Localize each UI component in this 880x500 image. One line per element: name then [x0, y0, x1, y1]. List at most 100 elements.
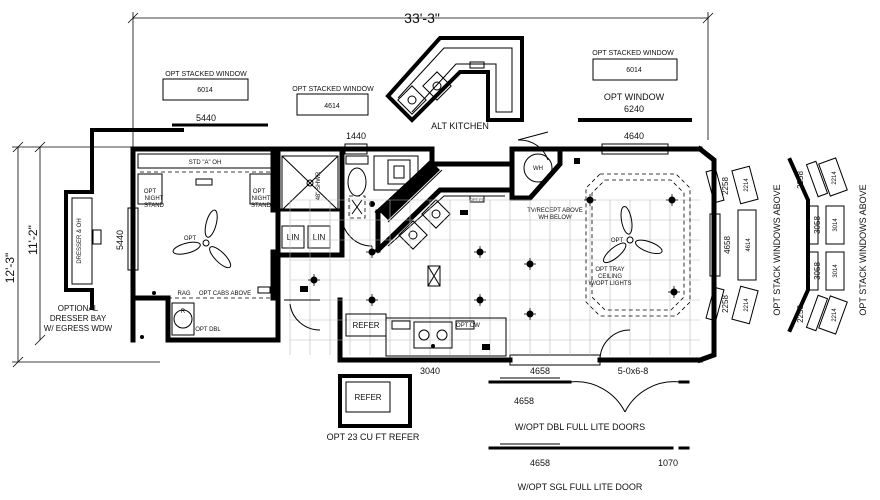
svg-text:OPT WINDOW: OPT WINDOW	[604, 92, 665, 102]
svg-text:OPT STACKED WINDOW: OPT STACKED WINDOW	[292, 86, 374, 93]
svg-text:6014: 6014	[197, 87, 213, 94]
bedroom-ceiling-fan-icon	[172, 209, 232, 269]
svg-text:OPT DW: OPT DW	[456, 323, 480, 329]
svg-text:3058: 3058	[813, 262, 822, 280]
kitchen-counter: REFER OPT DW	[284, 265, 507, 357]
light-fixture-icon	[474, 294, 486, 306]
interior-width-label: 11'-2"	[26, 225, 40, 255]
light-fixture-icon	[524, 308, 536, 320]
svg-text:WH: WH	[533, 166, 543, 172]
wall-windows: 5440 5440 1440 4640 4658 3040 5-0x6-8	[115, 113, 669, 376]
svg-text:4658: 4658	[530, 458, 550, 468]
svg-text:3014: 3014	[833, 218, 839, 232]
overall-length-label: 33'-3"	[404, 10, 440, 26]
living-room: OPT OPT TRAY CEILING W/OPT LIGHTS	[585, 173, 691, 317]
refer-label: REFER	[352, 321, 379, 330]
svg-text:2214: 2214	[832, 308, 838, 322]
opt-23-refer-label: OPT 23 CU FT REFER	[327, 432, 420, 442]
svg-text:STAND: STAND	[251, 203, 272, 209]
svg-text:TV/RECEPT ABOVE: TV/RECEPT ABOVE	[527, 208, 583, 214]
svg-text:2258: 2258	[796, 171, 805, 189]
bottom-front-window: 4658	[530, 366, 550, 376]
optional-bay-windows: 2258 2214 3058 3014 3058 3014 2258 2214 …	[787, 157, 868, 335]
exterior-walls	[130, 145, 717, 364]
linen-2: LIN	[313, 233, 326, 242]
svg-text:2214: 2214	[744, 298, 750, 312]
svg-text:2258: 2258	[721, 295, 730, 313]
ceiling-lights	[308, 194, 680, 320]
light-fixture-icon	[524, 258, 536, 270]
floor-tile-grid	[289, 199, 700, 355]
overall-width-label: 12'-3"	[3, 253, 17, 284]
svg-text:3014: 3014	[833, 264, 839, 278]
svg-text:CEILING: CEILING	[598, 274, 622, 280]
std-a-oh-label: STD "A" OH	[189, 160, 222, 166]
svg-text:4658: 4658	[723, 236, 732, 254]
kitchen: OPT FS	[374, 160, 513, 254]
light-fixture-icon	[668, 286, 680, 298]
svg-text:4658: 4658	[514, 396, 534, 406]
dresser-bay-label-1: OPTIONAL	[58, 304, 99, 313]
svg-text:STAND: STAND	[144, 203, 165, 209]
svg-text:4614: 4614	[324, 103, 340, 110]
svg-text:WH BELOW: WH BELOW	[538, 215, 572, 221]
bath-window: 1440	[346, 131, 366, 141]
svg-text:R: R	[181, 309, 186, 315]
opt-stacked-window-3: OPT STACKED WINDOW 6014	[592, 50, 678, 81]
bath: 48" SHWR LIN LIN	[270, 151, 419, 301]
opt-sgl-door-label: W/OPT SGL FULL LITE DOOR	[518, 482, 643, 492]
overall-length-dimension: 33'-3"	[127, 10, 714, 150]
dresser-bay-label-3: W/ EGRESS WDW	[44, 324, 113, 333]
svg-text:OPT CABS ABOVE: OPT CABS ABOVE	[199, 291, 251, 297]
svg-text:2258: 2258	[796, 305, 805, 323]
dresser-bay-label-2: DRESSER BAY	[50, 314, 107, 323]
svg-text:OPT TRAY: OPT TRAY	[595, 267, 624, 273]
kitchen-sink-window: 3040	[420, 366, 440, 376]
light-fixture-icon	[474, 246, 486, 258]
master-bedroom: STD "A" OH OPT NIGHT STAND OPT NIGHT STA…	[137, 153, 275, 339]
svg-text:NIGHT: NIGHT	[252, 196, 271, 202]
opt-stacked-window-2: OPT STACKED WINDOW 4614	[292, 86, 374, 116]
entry-door-size: 5-0x6-8	[618, 366, 649, 376]
entry-door	[599, 329, 631, 361]
opt-stacked-window-1: OPT STACKED WINDOW 6014	[162, 71, 249, 101]
svg-text:DRESSER & OH: DRESSER & OH	[77, 218, 83, 263]
svg-text:W/OPT LIGHTS: W/OPT LIGHTS	[589, 281, 632, 287]
svg-text:RAG: RAG	[177, 291, 190, 297]
living-ceiling-fan-icon	[602, 205, 663, 264]
light-fixture-icon	[308, 274, 320, 286]
svg-text:OPT FS: OPT FS	[470, 197, 485, 202]
water-heater: WH TV/RECEPT ABOVE WH BELOW	[509, 131, 583, 221]
opt-dbl-doors-label: W/OPT DBL FULL LITE DOORS	[515, 422, 645, 432]
svg-text:OPT STACKED WINDOW: OPT STACKED WINDOW	[165, 71, 247, 78]
svg-text:OPT DBL: OPT DBL	[195, 327, 221, 333]
opt-23-refer: REFER OPT 23 CU FT REFER	[327, 374, 420, 442]
svg-text:4614: 4614	[746, 238, 752, 252]
light-fixture-icon	[666, 194, 678, 206]
linen-1: LIN	[287, 233, 300, 242]
overall-width-dimension: 12'-3" 11'-2"	[3, 141, 160, 368]
svg-text:6014: 6014	[626, 67, 642, 74]
svg-text:OPT STACKED WINDOW: OPT STACKED WINDOW	[592, 50, 674, 57]
light-fixture-icon	[584, 194, 596, 206]
svg-text:6240: 6240	[624, 104, 644, 114]
opt-sgl-door: 4658 1070 W/OPT SGL FULL LITE DOOR	[488, 443, 690, 492]
opt-dbl-doors: 4658 W/OPT DBL FULL LITE DOORS	[488, 377, 690, 432]
svg-text:OPT: OPT	[253, 189, 266, 195]
svg-text:OPT: OPT	[184, 236, 197, 242]
opt-window: OPT WINDOW 6240	[578, 92, 692, 122]
svg-text:2214: 2214	[832, 171, 838, 185]
opt-stack-windows-above-1: OPT STACK WINDOWS ABOVE	[772, 184, 782, 315]
opt-stack-windows-above-2: OPT STACK WINDOWS ABOVE	[858, 184, 868, 315]
svg-text:OPT: OPT	[611, 238, 624, 244]
svg-text:OPT: OPT	[144, 189, 157, 195]
svg-text:1070: 1070	[658, 458, 678, 468]
opt-refer-label: REFER	[354, 393, 381, 402]
right-bay-windows: 2258 4658 2258 2214 4614 2214 OPT STACK …	[705, 165, 782, 325]
light-fixture-icon	[366, 294, 378, 306]
light-fixture-icon	[366, 246, 378, 258]
bedroom-top-window: 5440	[196, 113, 216, 123]
alt-kitchen: ALT KITCHEN	[385, 36, 524, 131]
bedroom-side-window: 5440	[115, 230, 125, 250]
